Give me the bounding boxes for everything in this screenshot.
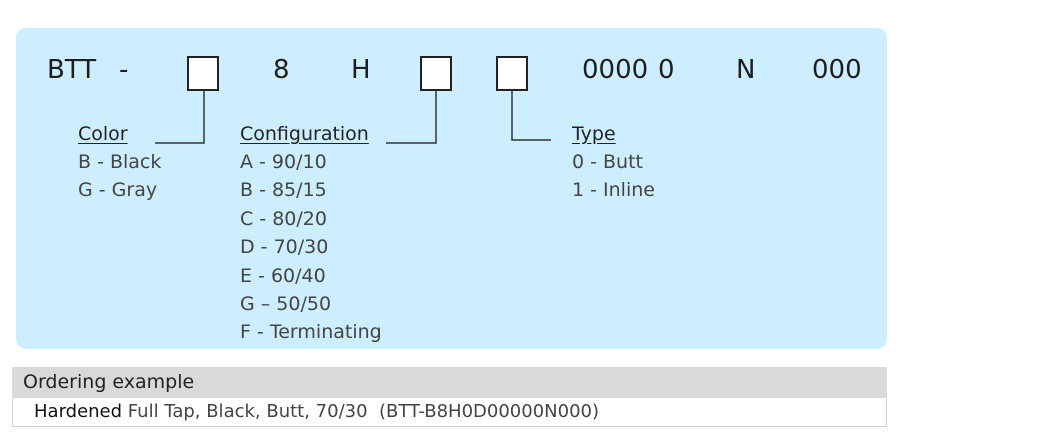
ordering-example-row: Hardened Full Tap, Black, Butt, 70/30 (B… [12,398,887,427]
configuration-options: A - 90/10 B - 85/15 C - 80/20 D - 70/30 … [240,148,382,347]
configuration-option: E - 60/40 [240,264,326,287]
code-dash: - [119,55,129,85]
type-options: 0 - Butt 1 - Inline [572,148,655,205]
color-connector [155,91,205,144]
code-0000: 0000 [582,55,649,85]
type-option: 0 - Butt [572,151,643,173]
example-lead: Hardened [34,401,123,422]
configuration-option: C - 80/20 [240,207,327,230]
code-n: N [736,55,756,85]
configuration-option: G – 50/50 [240,293,332,316]
type-connector [511,91,551,141]
configuration-option: F - Terminating [240,321,382,344]
configuration-heading: Configuration [240,123,369,145]
configuration-option: D - 70/30 [240,236,329,259]
type-option: 1 - Inline [572,179,655,202]
type-slot-box [496,56,528,91]
code-8: 8 [273,55,290,85]
color-options: B - Black G - Gray [78,148,161,205]
ordering-example-header: Ordering example [12,367,887,398]
code-000: 000 [812,55,862,85]
configuration-connector [386,91,437,144]
example-description: Full Tap, Black, Butt, 70/30 [127,401,368,422]
color-option: B - Black [78,151,162,173]
example-code: (BTT-B8H0D00000N000) [379,401,599,422]
code-0: 0 [658,55,675,85]
code-h: H [351,55,371,85]
color-heading: Color [78,123,128,145]
color-slot-box [187,56,219,91]
code-prefix: BTT [47,55,97,85]
configuration-option: A - 90/10 [240,151,327,173]
configuration-option: B - 85/15 [240,179,327,202]
color-option: G - Gray [78,179,158,202]
configuration-slot-box [420,56,452,91]
type-heading: Type [572,123,616,145]
